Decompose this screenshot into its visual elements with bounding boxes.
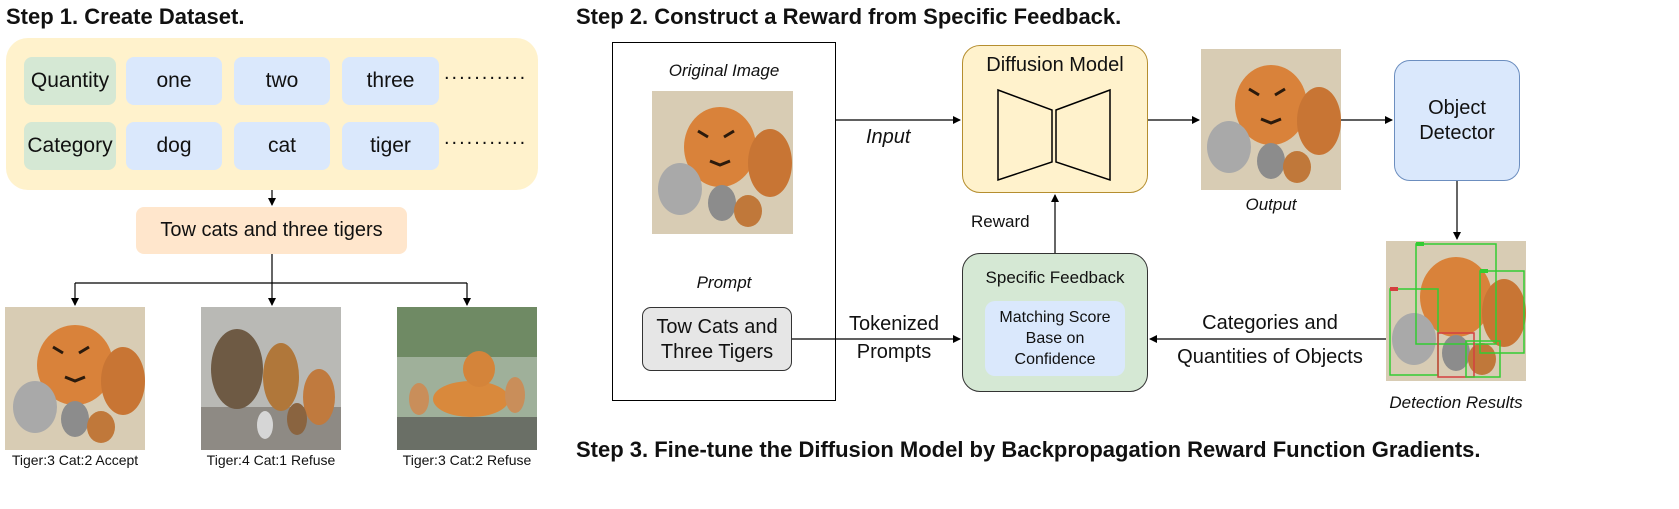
category-ellipsis: ........... <box>444 127 528 149</box>
input-label: Input <box>866 126 911 148</box>
reward-label: Reward <box>971 212 1030 231</box>
category-cat: cat <box>234 122 330 170</box>
step1-title: Step 1. Create Dataset. <box>6 4 245 29</box>
generated-prompt: Tow cats and three tigers <box>136 207 407 254</box>
detection-results-image <box>1386 241 1526 381</box>
tokenized-line2: Prompts <box>856 341 932 363</box>
tokenized-line1: Tokenized <box>848 313 940 335</box>
category-dog: dog <box>126 122 222 170</box>
input-panel <box>612 42 836 401</box>
matching-line2: Base on <box>1025 330 1085 347</box>
object-detector-line2: Detector <box>1419 122 1495 144</box>
matching-line3: Confidence <box>1014 351 1096 368</box>
quantity-two: two <box>234 57 330 105</box>
quantity-ellipsis: ........... <box>444 62 528 84</box>
step3-title: Step 3. Fine-tune the Diffusion Model by… <box>576 437 1481 462</box>
prompt-box-line1: Tow Cats and <box>656 316 778 338</box>
prompt-box <box>642 307 792 371</box>
diffusion-unet-icon <box>997 88 1111 182</box>
original-image <box>652 91 793 234</box>
quantity-one: one <box>126 57 222 105</box>
detection-results-label: Detection Results <box>1389 393 1523 412</box>
output-image <box>1201 49 1341 190</box>
sample-image-refuse-1 <box>201 307 341 450</box>
categories-line2: Quantities of Objects <box>1177 346 1363 368</box>
tiger-cat-photo-icon <box>1386 241 1526 381</box>
sample-image-refuse-2 <box>397 307 537 450</box>
tiger-cat-photo-icon <box>201 307 341 450</box>
diffusion-model-label: Diffusion Model <box>986 54 1124 76</box>
tiger-cat-photo-icon <box>5 307 145 450</box>
quantity-three: three <box>342 57 439 105</box>
prompt-box-line2: Three Tigers <box>660 341 774 363</box>
sample-caption-accept: Tiger:3 Cat:2 Accept <box>11 452 139 468</box>
quantity-label: Quantity <box>24 57 116 105</box>
specific-feedback-label: Specific Feedback <box>985 268 1125 287</box>
tiger-cat-photo-icon <box>1201 49 1341 190</box>
categories-line1: Categories and <box>1202 312 1338 334</box>
output-label: Output <box>1245 195 1297 214</box>
original-image-label: Original Image <box>668 61 780 80</box>
tiger-cat-photo-icon <box>397 307 537 450</box>
prompt-label: Prompt <box>696 273 752 292</box>
object-detector-box <box>1394 60 1520 181</box>
matching-score-box <box>985 301 1125 376</box>
sample-image-accept <box>5 307 145 450</box>
sample-caption-refuse-2: Tiger:3 Cat:2 Refuse <box>402 452 532 468</box>
step2-title: Step 2. Construct a Reward from Specific… <box>576 4 1122 29</box>
sample-caption-refuse-1: Tiger:4 Cat:1 Refuse <box>206 452 336 468</box>
object-detector-line1: Object <box>1428 97 1486 119</box>
category-label: Category <box>24 122 116 170</box>
tiger-cat-photo-icon <box>652 91 793 234</box>
category-tiger: tiger <box>342 122 439 170</box>
matching-line1: Matching Score <box>999 309 1111 326</box>
diffusion-model-box <box>962 45 1148 193</box>
